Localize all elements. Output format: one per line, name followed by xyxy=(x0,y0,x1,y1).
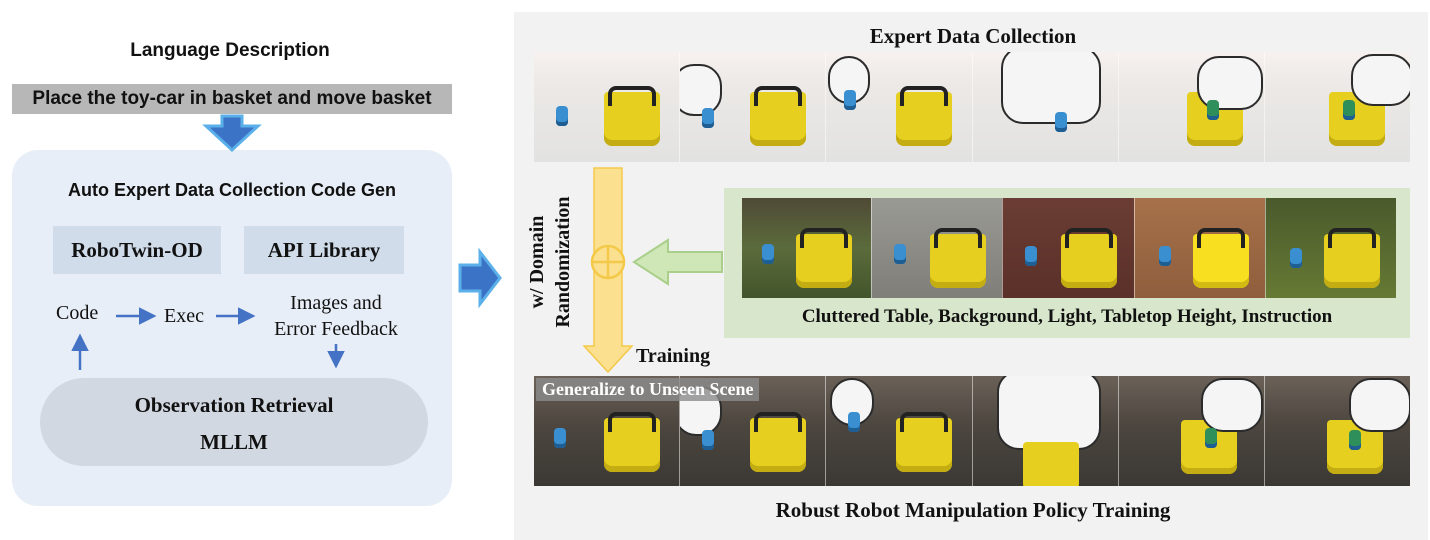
basket-handle-icon xyxy=(754,412,803,432)
generalize-frame-5 xyxy=(1117,376,1264,486)
toy-car-icon xyxy=(844,90,857,110)
left-arrow-icon xyxy=(632,238,723,286)
randomized-frame-1 xyxy=(742,198,872,298)
right-arrow-icon xyxy=(458,247,502,309)
basket-icon xyxy=(1022,442,1079,486)
basket-handle-icon xyxy=(1065,228,1114,248)
observation-retrieval-box xyxy=(40,378,428,466)
robot-arm-icon xyxy=(1000,52,1101,124)
basket-handle-icon xyxy=(1196,228,1245,248)
robot-arm-icon xyxy=(996,376,1101,450)
basket-handle-icon xyxy=(800,228,848,248)
toy-car-icon xyxy=(848,412,861,432)
basket-handle-icon xyxy=(1327,228,1376,248)
robotwin-od-box: RoboTwin-OD xyxy=(53,226,221,274)
toy-car-icon xyxy=(762,244,774,264)
api-library-box: API Library xyxy=(244,226,404,274)
expert-frame-5 xyxy=(1117,52,1264,162)
exec-label: Exec xyxy=(164,305,204,327)
toy-car-icon xyxy=(702,430,715,450)
toy-car-icon xyxy=(1342,100,1355,120)
randomized-frame-3 xyxy=(1002,198,1134,298)
robot-arm-icon xyxy=(680,64,723,116)
language-instruction-text: Place the toy-car in basket and move bas… xyxy=(12,84,452,114)
basket-handle-icon xyxy=(608,86,656,106)
toy-car-icon xyxy=(1204,428,1217,448)
toy-car-icon xyxy=(894,244,907,264)
robot-arm-icon xyxy=(1350,54,1411,106)
expert-frame-4 xyxy=(971,52,1118,162)
domain-randomization-line-2: Randomization xyxy=(552,196,574,328)
generalize-label: Generalize to Unseen Scene xyxy=(536,378,760,401)
toy-car-icon xyxy=(1348,430,1361,450)
toy-car-icon xyxy=(554,428,566,448)
code-label: Code xyxy=(56,302,99,324)
expert-frames-strip xyxy=(534,52,1411,162)
randomized-frames-strip xyxy=(742,198,1397,298)
expert-frame-6 xyxy=(1263,52,1411,162)
expert-frame-3 xyxy=(825,52,972,162)
domain-randomization-line-1: w/ Domain xyxy=(526,215,548,309)
feedback-line-1: Images and xyxy=(290,292,382,314)
basket-handle-icon xyxy=(900,86,949,106)
expert-frame-1 xyxy=(534,52,680,162)
generalize-frame-3 xyxy=(825,376,972,486)
codegen-title: Auto Expert Data Collection Code Gen xyxy=(67,180,397,200)
randomized-frame-5 xyxy=(1264,198,1397,298)
basket-handle-icon xyxy=(900,412,949,432)
toy-car-icon xyxy=(1206,100,1219,120)
down-arrow-icon xyxy=(202,114,262,153)
feedback-line-2: Error Feedback xyxy=(274,318,398,340)
mllm-label: MLLM xyxy=(200,430,268,454)
robot-arm-icon xyxy=(1200,378,1263,432)
randomized-frame-2 xyxy=(871,198,1003,298)
robot-arm-icon xyxy=(1348,378,1411,432)
policy-training-title: Robust Robot Manipulation Policy Trainin… xyxy=(775,498,1171,522)
toy-car-icon xyxy=(556,106,568,126)
basket-handle-icon xyxy=(608,412,656,432)
toy-car-icon xyxy=(1158,246,1171,266)
toy-car-icon xyxy=(1054,112,1067,132)
toy-car-icon xyxy=(702,108,715,128)
expert-frame-2 xyxy=(679,52,826,162)
training-label: Training xyxy=(636,345,711,367)
robot-arm-icon xyxy=(830,378,875,426)
feedback-label: Images and Error Feedback xyxy=(246,290,426,342)
toy-car-icon xyxy=(1025,246,1038,266)
generalize-frame-6 xyxy=(1263,376,1411,486)
observation-retrieval-label: Observation Retrieval xyxy=(134,393,334,417)
basket-handle-icon xyxy=(934,228,983,248)
language-description-title: Language Description xyxy=(130,40,330,61)
basket-handle-icon xyxy=(754,86,803,106)
toy-car-icon xyxy=(1289,248,1302,268)
generalize-frame-4 xyxy=(971,376,1118,486)
domain-randomization-caption: Cluttered Table, Background, Light, Tabl… xyxy=(801,306,1333,327)
randomized-frame-4 xyxy=(1133,198,1265,298)
expert-data-collection-title: Expert Data Collection xyxy=(869,24,1077,48)
